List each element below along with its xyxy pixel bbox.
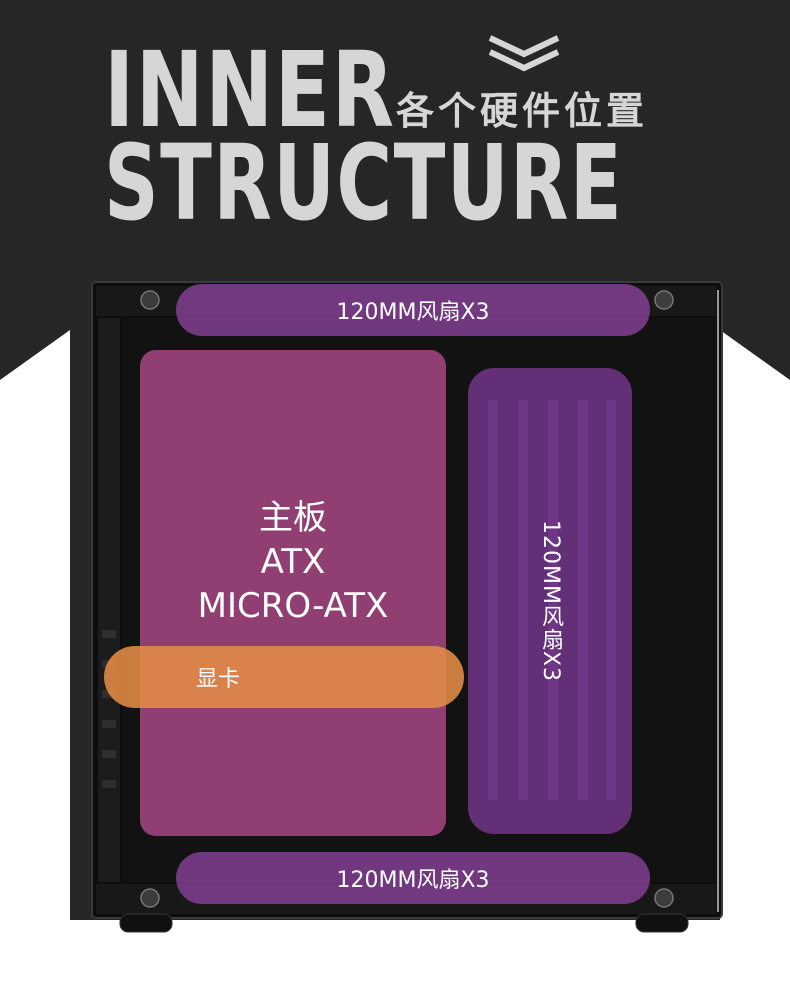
gpu-zone: 显卡 (104, 646, 464, 708)
bottom-fan-label: 120MM风扇X3 (336, 862, 489, 894)
motherboard-zone: 主板 ATX MICRO-ATX (140, 350, 446, 836)
motherboard-label: 主板 (259, 496, 327, 540)
motherboard-micro-atx-label: MICRO-ATX (198, 584, 389, 628)
side-fan-label: 120MM风扇X3 (534, 520, 566, 682)
bottom-fan-zone: 120MM风扇X3 (176, 852, 650, 904)
side-fan-zone: 120MM风扇X3 (468, 368, 632, 834)
gpu-label: 显卡 (196, 661, 240, 693)
top-fan-label: 120MM风扇X3 (336, 294, 489, 326)
top-fan-zone: 120MM风扇X3 (176, 284, 650, 336)
motherboard-atx-label: ATX (261, 540, 326, 584)
